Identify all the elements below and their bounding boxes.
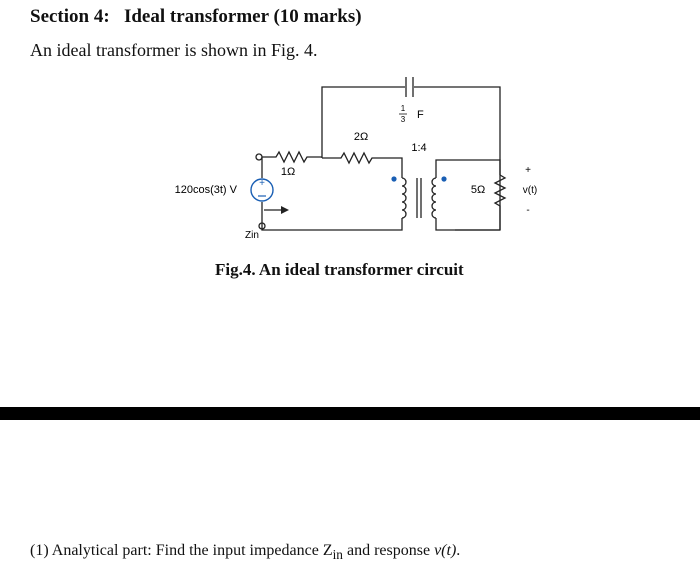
capacitor-unit: F [417,109,424,121]
turns-ratio: 1:4 [411,142,426,154]
divider-bar [0,407,700,420]
zin-label: Zin [245,230,259,241]
r1-label: 1Ω [281,166,295,178]
circuit-diagram: + 120cos(3t) V 1Ω 2Ω 1 3 F 1:4 5Ω + v(t)… [175,77,537,241]
voltage-source [250,178,274,202]
question-variable: v(t) [434,542,457,559]
output-plus: + [525,165,531,176]
section-number: Section 4: [30,6,110,27]
primary-coil [401,177,407,219]
section-heading: Section 4: Ideal transformer (10 marks) [30,6,362,28]
source-label: 120cos(3t) V [175,184,238,196]
question-subscript: in [332,547,343,563]
resistor-5ohm [493,174,507,230]
capacitor-numerator: 1 [401,104,406,113]
figure-caption: Fig.4. An ideal transformer circuit [215,260,464,279]
source-plus-sign: + [259,178,265,189]
output-minus: - [526,205,529,216]
capacitor-denominator: 3 [401,115,406,124]
primary-dot [391,176,397,182]
question-middle: and response [342,542,435,559]
secondary-coil [431,177,437,219]
resistor-1ohm [262,150,322,164]
question-text: (1) Analytical part: Find the input impe… [30,542,460,563]
section-title: Ideal transformer (10 marks) [123,6,362,27]
zin-terminal [258,222,266,230]
output-label: v(t) [523,185,537,196]
input-terminal [255,153,263,161]
zin-arrow-head [281,206,289,214]
question-prefix: (1) Analytical part: Find the input impe… [30,542,333,559]
r2-label: 2Ω [354,131,368,143]
intro-text: An ideal transformer is shown in Fig. 4. [30,40,318,60]
question-suffix: . [456,542,461,559]
secondary-bottom-wire [435,218,500,231]
secondary-dot [441,176,447,182]
resistor-2ohm [322,151,403,178]
top-wire [321,86,501,231]
secondary-top-wire [435,159,501,178]
bottom-wire-primary [261,218,403,231]
load-label: 5Ω [471,184,485,196]
